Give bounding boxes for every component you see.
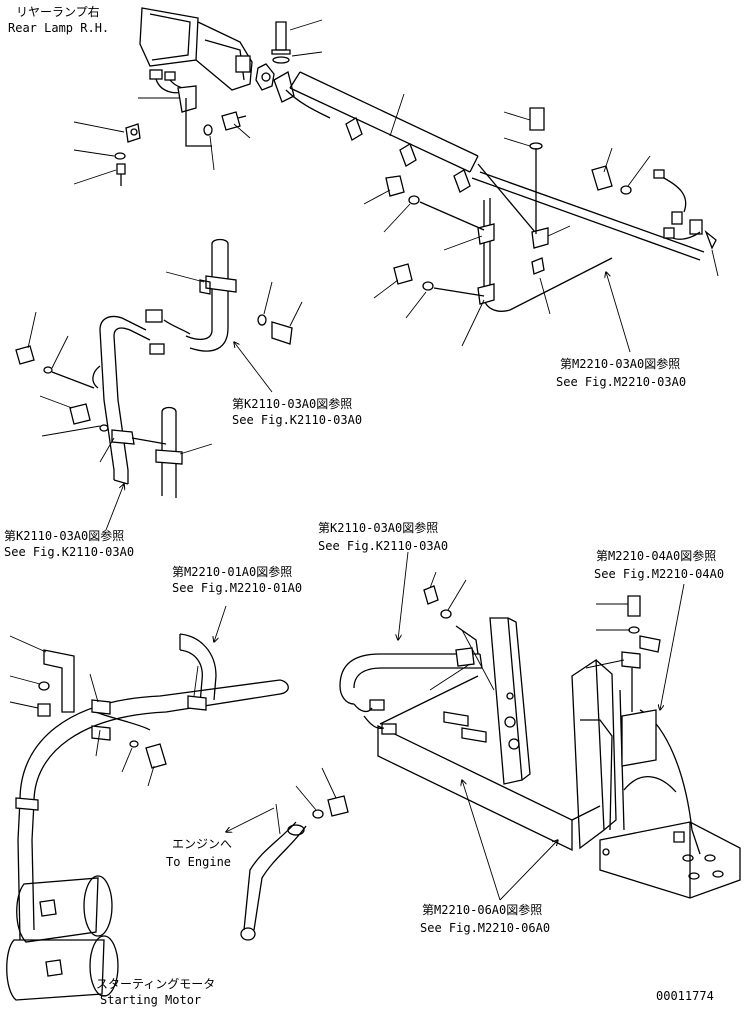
ref-k2110-03-a-label-en: See Fig.K2110-03A0	[232, 413, 362, 427]
rear-lamp-assembly	[114, 7, 253, 186]
to-engine-label-jp: エンジンへ	[172, 837, 232, 851]
frame-harness	[339, 585, 661, 735]
ref-m2210-04-label-en: See Fig.M2210-04A0	[594, 567, 724, 581]
frame-structure	[377, 617, 741, 899]
label-rear-lamp: リヤーランプ右 Rear Lamp R.H.	[8, 4, 109, 35]
drawing-number: 00011774	[656, 989, 714, 1003]
label-ref-m2210-06: 第M2210-06A0図参照 See Fig.M2210-06A0	[420, 902, 550, 935]
label-ref-k2110-03-c: 第K2110-03A0図参照 See Fig.K2110-03A0	[318, 520, 448, 553]
label-ref-k2110-03-b: 第K2110-03A0図参照 See Fig.K2110-03A0	[4, 528, 134, 559]
ref-k2110-03-c-label-jp: 第K2110-03A0図参照	[318, 520, 438, 535]
ref-m2210-03-label-en: See Fig.M2210-03A0	[556, 375, 686, 389]
label-starting-motor: スターティングモータ Starting Motor	[96, 977, 215, 1007]
rear-lamp-label-en: Rear Lamp R.H.	[8, 21, 109, 35]
ref-k2110-03-c-label-en: See Fig.K2110-03A0	[318, 539, 448, 553]
ref-m2210-04-label-jp: 第M2210-04A0図参照	[596, 548, 716, 563]
ref-k2110-03-a-label-jp: 第K2110-03A0図参照	[232, 396, 352, 411]
ref-m2210-06-label-en: See Fig.M2210-06A0	[420, 921, 550, 935]
ref-m2210-03-label-jp: 第M2210-03A0図参照	[560, 356, 680, 371]
leader-lines-middle	[27, 271, 303, 531]
middle-harness	[15, 238, 293, 498]
label-ref-k2110-03-a: 第K2110-03A0図参照 See Fig.K2110-03A0	[232, 396, 362, 427]
ref-m2210-01-label-en: See Fig.M2210-01A0	[172, 581, 302, 595]
ref-k2110-03-b-label-en: See Fig.K2110-03A0	[4, 545, 134, 559]
leader-lines-bottom-left	[9, 605, 227, 787]
leader-lines-bottom-right	[398, 551, 685, 901]
leader-lines-top-right	[289, 19, 719, 353]
label-ref-m2210-04: 第M2210-04A0図参照 See Fig.M2210-04A0	[594, 548, 724, 581]
to-engine-label-en: To Engine	[166, 855, 231, 869]
label-ref-m2210-01: 第M2210-01A0図参照 See Fig.M2210-01A0	[172, 564, 302, 595]
label-ref-m2210-03: 第M2210-03A0図参照 See Fig.M2210-03A0	[556, 356, 686, 389]
leader-lines-top-left	[73, 97, 251, 185]
ref-m2210-06-label-jp: 第M2210-06A0図参照	[422, 902, 542, 917]
rear-lamp-label-jp: リヤーランプ右	[16, 4, 100, 19]
rear-harness-top	[255, 21, 717, 312]
ground-cable	[226, 767, 349, 941]
starting-motor-label-jp: スターティングモータ	[96, 977, 215, 991]
label-to-engine: エンジンへ To Engine	[166, 837, 232, 869]
starting-motor-harness	[6, 633, 289, 1001]
starting-motor-label-en: Starting Motor	[100, 993, 201, 1007]
ref-k2110-03-b-label-jp: 第K2110-03A0図参照	[4, 528, 124, 543]
ref-m2210-01-label-jp: 第M2210-01A0図参照	[172, 564, 292, 579]
